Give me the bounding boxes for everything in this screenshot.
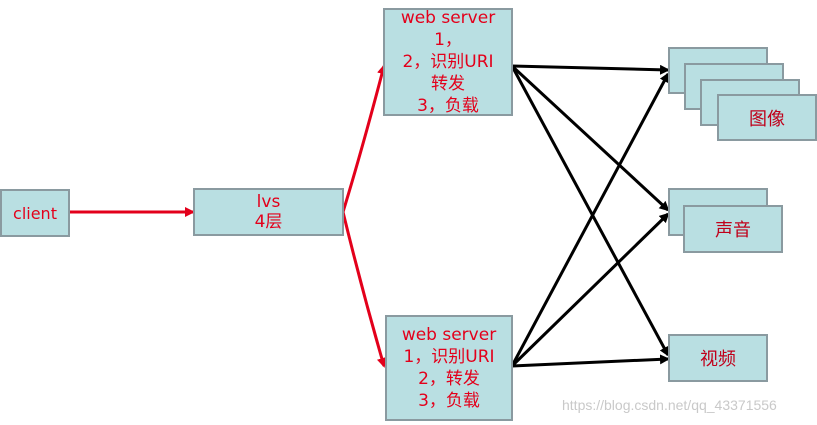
web-server-bottom-box: web server 1，识别URI 2，转发 3，负载 [385, 315, 513, 421]
sound-label: 声音 [715, 220, 751, 241]
arrow-lvs-to-web-bottom [341, 211, 387, 368]
web-server-top-step-2: 2，识别URI [402, 52, 494, 72]
web-server-bottom-step-3: 3，负载 [418, 391, 480, 411]
arrow-web-bottom-to-sound [510, 212, 670, 368]
web-server-bottom-step-1: 1，识别URI [403, 347, 495, 367]
lvs-layer-label: 4层 [254, 212, 283, 232]
web-server-top-box: web server 1， 2，识别URI 转发 3，负载 [383, 8, 513, 116]
sound-box: 声音 [683, 205, 783, 253]
web-server-top-step-3: 3，负载 [417, 96, 479, 116]
arrow-web-bottom-to-image [510, 72, 670, 367]
arrow-lvs-to-web-top [341, 64, 387, 213]
client-label: client [13, 203, 57, 223]
web-server-bottom-step-2: 2，转发 [418, 369, 480, 389]
watermark: https://blog.csdn.net/qq_43371556 [562, 397, 777, 413]
lvs-label: lvs [256, 192, 281, 212]
arrow-web-top-to-video [510, 65, 670, 357]
web-server-top-step-2b: 转发 [431, 74, 465, 94]
web-server-top-title: web server [400, 8, 496, 28]
arrow-web-top-to-image [511, 64, 670, 75]
web-server-top-step-1: 1， [434, 30, 462, 50]
arrow-web-top-to-sound [510, 64, 670, 212]
video-label: 视频 [700, 349, 736, 370]
web-server-bottom-title: web server [401, 325, 497, 345]
arrow-web-bottom-to-video [511, 354, 670, 368]
video-box: 视频 [668, 334, 768, 382]
client-box: client [0, 189, 70, 237]
image-label: 图像 [749, 108, 785, 130]
image-box: 图像 [717, 94, 817, 141]
lvs-box: lvs 4层 [193, 188, 344, 236]
